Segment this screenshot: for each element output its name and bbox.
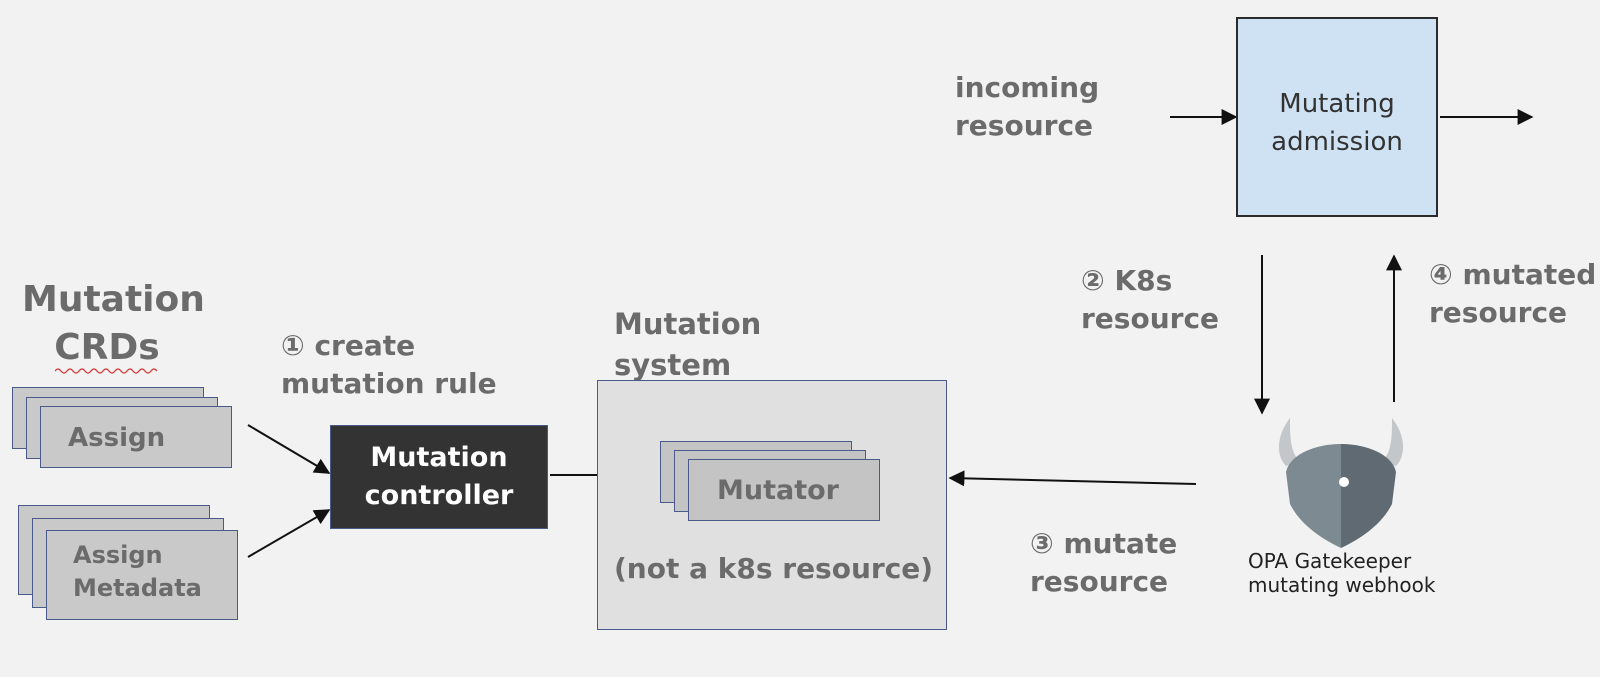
- assign-metadata-card: Assign Metadata: [46, 530, 238, 620]
- mutate-resource-arrow: [948, 470, 1197, 487]
- mutation-controller-box: Mutation controller: [330, 425, 548, 529]
- step3-label: ③ mutate resource: [1030, 527, 1178, 598]
- opa-gatekeeper-caption: OPA Gatekeeper mutating webhook: [1248, 549, 1436, 597]
- assign-to-controller-arrow: [247, 424, 331, 474]
- step2-label: ② K8s resource: [1081, 264, 1220, 335]
- mutating-admission-line1: Mutating: [1279, 89, 1395, 119]
- spellcheck-squiggle: [55, 368, 158, 374]
- controller-line1: Mutation: [370, 442, 508, 473]
- mutating-admission-box: Mutating admission: [1236, 17, 1438, 217]
- step1-label: ① create mutation rule: [281, 329, 497, 400]
- step4-label: ④ mutated resource: [1429, 258, 1597, 329]
- mutating-admission-line2: admission: [1271, 127, 1403, 157]
- mutation-crds-title: Mutation CRDs: [22, 276, 205, 374]
- mutator-label: Mutator: [717, 475, 839, 506]
- assign-card: Assign: [40, 406, 232, 468]
- controller-line2: controller: [364, 480, 514, 511]
- not-k8s-resource-note: (not a k8s resource): [614, 552, 934, 585]
- opa-gatekeeper-logo-icon: [1278, 418, 1404, 548]
- incoming-resource-label: incoming resource: [955, 71, 1100, 142]
- mutator-card: Mutator: [688, 459, 880, 521]
- mutation-system-title: Mutation system: [614, 307, 762, 382]
- assign-metadata-label: Assign Metadata: [73, 541, 202, 602]
- assignmeta-to-controller-arrow: [247, 509, 331, 558]
- assign-label: Assign: [68, 423, 166, 453]
